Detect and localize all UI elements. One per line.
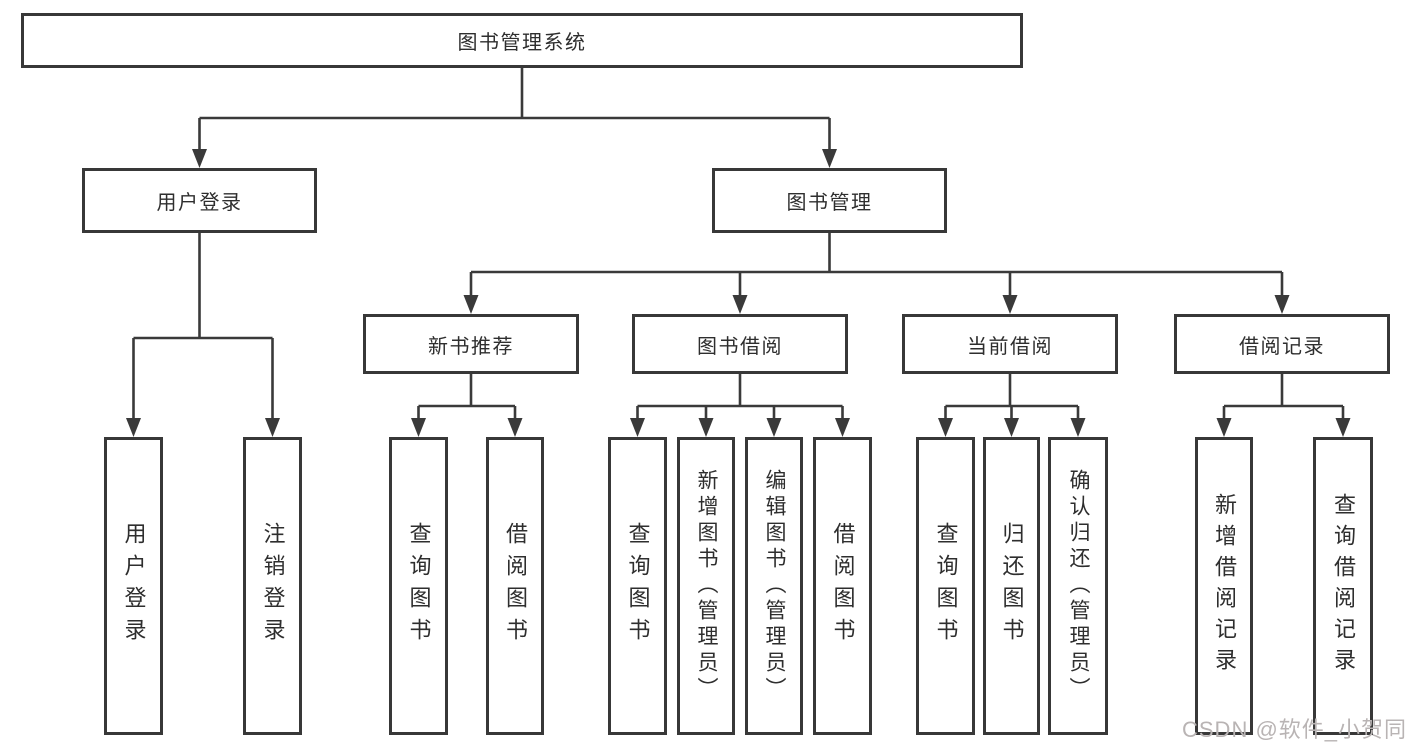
leaf-query-books-current: 查询图书	[916, 437, 975, 735]
node-library-management-system: 图书管理系统	[21, 13, 1023, 68]
leaf-add-borrow-record: 新增借阅记录	[1195, 437, 1253, 735]
leaf-borrow-books-recommend: 借阅图书	[486, 437, 544, 735]
node-current-borrowing: 当前借阅	[902, 314, 1118, 374]
node-new-book-recommendation: 新书推荐	[363, 314, 579, 374]
leaf-edit-book-admin: 编辑图书（管理员）	[745, 437, 803, 735]
leaf-query-borrow-record: 查询借阅记录	[1313, 437, 1373, 735]
watermark: CSDN @软件_小贺同学	[1182, 717, 1405, 742]
node-borrowing-records: 借阅记录	[1174, 314, 1390, 374]
node-user-login: 用户登录	[82, 168, 317, 233]
leaf-return-books: 归还图书	[983, 437, 1040, 735]
node-book-management: 图书管理	[712, 168, 947, 233]
leaf-borrow-books-borrowing: 借阅图书	[813, 437, 872, 735]
leaf-logout: 注销登录	[243, 437, 302, 735]
leaf-user-login: 用户登录	[104, 437, 163, 735]
leaf-query-books-borrowing: 查询图书	[608, 437, 667, 735]
leaf-confirm-return-admin: 确认归还（管理员）	[1048, 437, 1108, 735]
leaf-query-books-recommend: 查询图书	[389, 437, 448, 735]
node-book-borrowing: 图书借阅	[632, 314, 848, 374]
leaf-add-book-admin: 新增图书（管理员）	[677, 437, 735, 735]
